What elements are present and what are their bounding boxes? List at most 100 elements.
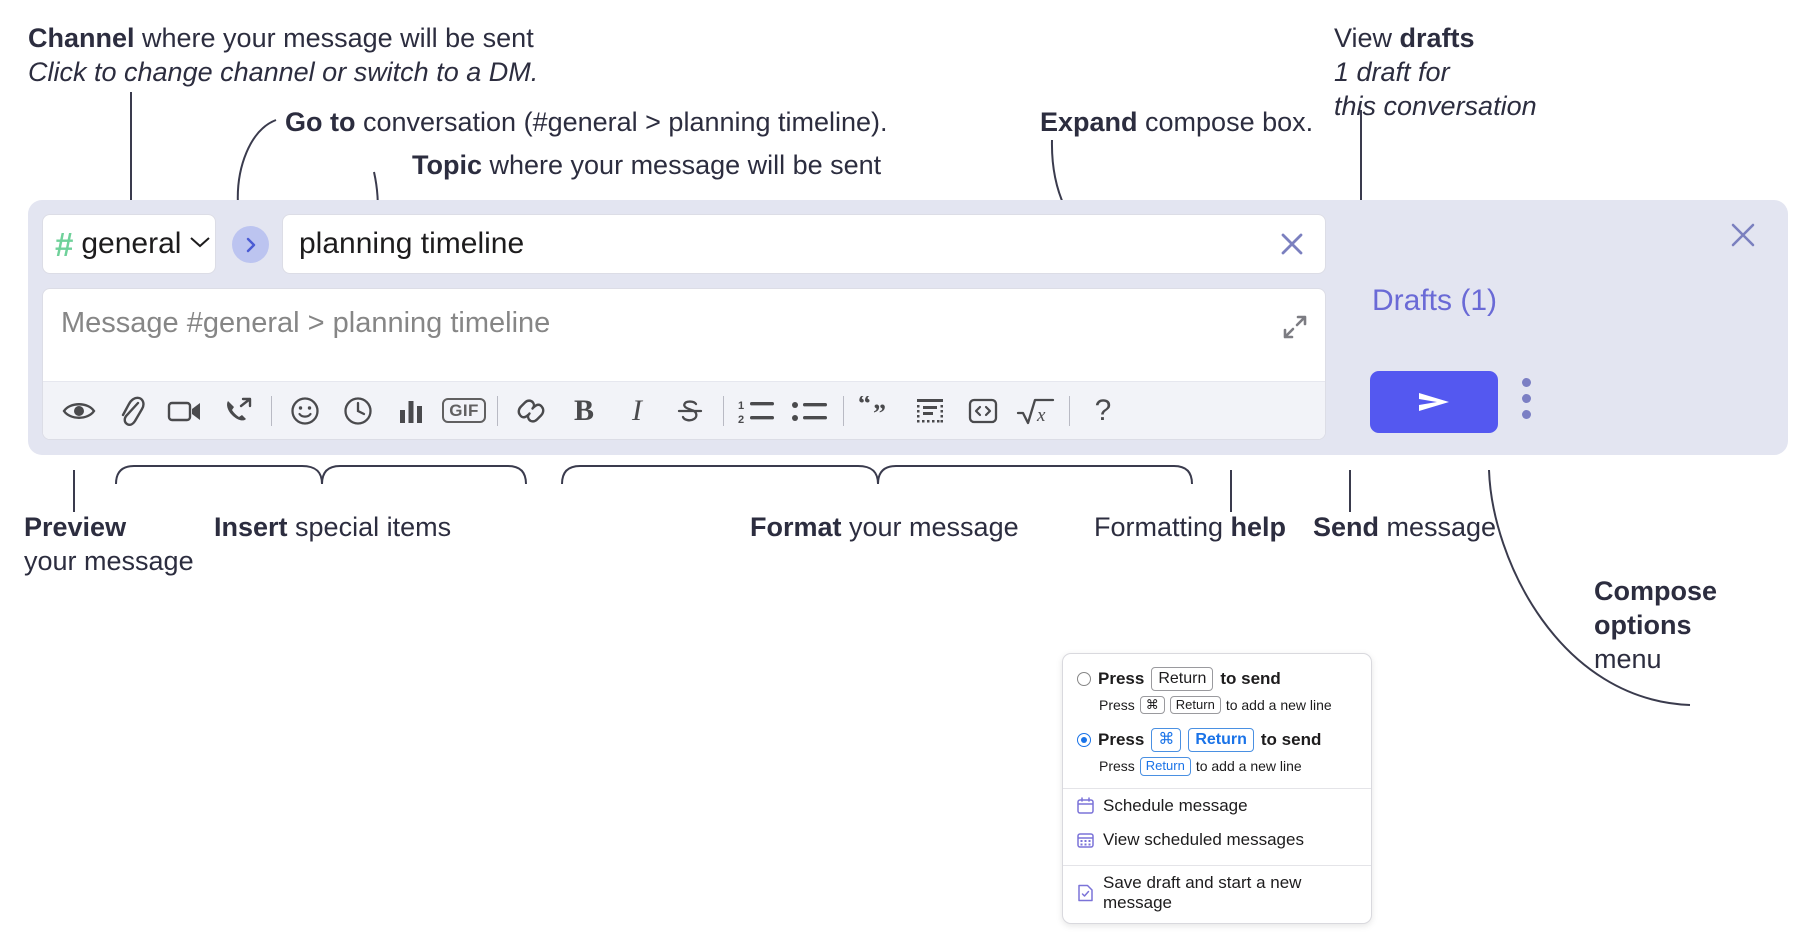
topic-value: planning timeline xyxy=(299,227,525,260)
option2-sub-key-return: Return xyxy=(1139,757,1191,776)
annotation-channel-italic: Click to change channel or switch to a D… xyxy=(28,56,539,87)
annotation-insert-rest: special items xyxy=(287,512,452,542)
annotation-format-rest: your message xyxy=(841,512,1019,542)
annotation-drafts-plain: View xyxy=(1334,23,1400,53)
go-to-conversation-button[interactable] xyxy=(232,226,269,263)
menu-item-label: Save draft and start a new message xyxy=(1103,872,1302,912)
annotation-send: Send message xyxy=(1313,511,1496,545)
send-icon xyxy=(1419,393,1449,411)
svg-text:“: “ xyxy=(858,396,871,418)
message-placeholder: Message #general > planning timeline xyxy=(61,307,551,339)
bulleted-list-icon[interactable] xyxy=(788,389,832,433)
annotation-goto: Go to conversation (#general > planning … xyxy=(285,106,888,140)
annotation-drafts-italic1: 1 draft for xyxy=(1334,56,1450,87)
annotation-compose-options: Compose options menu xyxy=(1594,575,1717,676)
menu-divider xyxy=(1063,787,1371,789)
clock-icon[interactable] xyxy=(336,389,380,433)
eye-icon[interactable] xyxy=(57,389,101,433)
svg-text:”: ” xyxy=(873,399,886,426)
bold-icon[interactable]: B xyxy=(562,389,606,433)
menu-item-schedule-message[interactable]: Schedule message xyxy=(1063,789,1371,823)
annotation-drafts: View drafts 1 draft for this conversatio… xyxy=(1334,22,1537,123)
menu-item-save-draft[interactable]: Save draft and start a new message xyxy=(1063,866,1371,923)
close-icon[interactable] xyxy=(1726,218,1760,257)
annotation-compose-bold1: Compose xyxy=(1594,576,1718,606)
hash-icon: # xyxy=(55,225,74,263)
annotation-topic-rest: where your message will be sent xyxy=(482,150,882,180)
math-icon[interactable]: x xyxy=(1014,389,1058,433)
bar-chart-icon[interactable] xyxy=(389,389,433,433)
drafts-panel: Drafts (1) xyxy=(1336,200,1788,455)
clear-icon[interactable] xyxy=(1275,227,1309,261)
option1-sub-key-return: Return xyxy=(1169,696,1221,715)
annotation-expand-rest: compose box. xyxy=(1137,107,1314,137)
message-input[interactable]: Message #general > planning timeline xyxy=(43,289,1325,382)
menu-item-view-scheduled-messages[interactable]: View scheduled messages xyxy=(1063,823,1371,857)
video-camera-icon[interactable] xyxy=(163,389,207,433)
annotation-topic: Topic where your message will be sent xyxy=(412,149,881,183)
bold-label: B xyxy=(573,393,594,427)
annotation-topic-bold: Topic xyxy=(412,150,482,180)
option1-key-return: Return xyxy=(1151,667,1214,691)
menu-divider xyxy=(1063,864,1371,866)
option1-sub-key-cmd: ⌘ xyxy=(1139,696,1165,715)
save-draft-icon xyxy=(1078,884,1093,901)
option2-key-return: Return xyxy=(1188,728,1254,753)
compose-options-menu: Press Return to send Press ⌘ Return to a… xyxy=(1062,653,1372,924)
channel-row: # general planning timeline xyxy=(42,214,1326,274)
menu-radio-option-1-sub: Press ⌘ Return to add a new line xyxy=(1063,695,1371,718)
code-block-icon[interactable] xyxy=(908,389,952,433)
menu-radio-option-1[interactable]: Press Return to send xyxy=(1063,663,1371,695)
annotation-channel-bold: Channel xyxy=(28,23,135,53)
annotation-preview-bold: Preview xyxy=(24,512,127,542)
calendar-grid-icon xyxy=(1077,833,1094,848)
smiley-icon[interactable] xyxy=(283,389,327,433)
phone-forward-icon[interactable] xyxy=(216,389,260,433)
menu-radio-option-2[interactable]: Press ⌘ Return to send xyxy=(1063,724,1371,756)
topic-input[interactable]: planning timeline xyxy=(282,214,1326,274)
italic-icon[interactable]: I xyxy=(615,389,659,433)
drafts-link[interactable]: Drafts (1) xyxy=(1372,284,1498,317)
kebab-dot xyxy=(1522,394,1531,403)
channel-selector[interactable]: # general xyxy=(42,214,216,274)
menu-item-label: View scheduled messages xyxy=(1103,829,1304,849)
code-icon[interactable] xyxy=(961,389,1005,433)
expand-icon[interactable] xyxy=(1281,313,1309,346)
annotation-preview-line2: your message xyxy=(24,545,194,576)
annotation-help-bold: help xyxy=(1230,512,1287,542)
option1-press: Press xyxy=(1098,669,1145,688)
strikethrough-icon[interactable] xyxy=(668,389,712,433)
svg-text:2: 2 xyxy=(738,414,744,425)
separator xyxy=(497,395,498,426)
link-icon[interactable] xyxy=(509,389,553,433)
annotation-help-plain: Formatting xyxy=(1094,512,1231,542)
separator xyxy=(1069,395,1070,426)
annotation-preview: Preview your message xyxy=(24,511,194,579)
annotation-compose-plain: menu xyxy=(1594,643,1662,674)
question-mark-icon[interactable]: ? xyxy=(1081,389,1125,433)
annotation-drafts-bold: drafts xyxy=(1399,23,1475,53)
separator xyxy=(723,395,724,426)
gif-icon[interactable]: GIF xyxy=(442,389,486,433)
compose-box: # general planning timeline Message #gen… xyxy=(28,200,1788,455)
radio-icon[interactable] xyxy=(1077,672,1091,686)
annotation-goto-bold: Go to xyxy=(285,107,356,137)
annotation-format-bold: Format xyxy=(750,512,842,542)
paperclip-icon[interactable] xyxy=(110,389,154,433)
kebab-dot xyxy=(1522,378,1531,387)
kebab-menu-icon[interactable] xyxy=(1522,378,1531,426)
kebab-dot xyxy=(1522,410,1531,419)
annotation-insert: Insert special items xyxy=(214,511,451,545)
separator xyxy=(843,395,844,426)
italic-label: I xyxy=(632,393,642,427)
annotation-compose-bold2: options xyxy=(1594,609,1692,640)
blockquote-icon[interactable]: “” xyxy=(855,389,899,433)
option2-key-cmd: ⌘ xyxy=(1151,728,1182,753)
send-button[interactable] xyxy=(1370,371,1498,433)
radio-icon-selected[interactable] xyxy=(1077,733,1091,748)
option1-sub-press: Press xyxy=(1099,697,1135,714)
option2-tail: to send xyxy=(1260,730,1322,750)
